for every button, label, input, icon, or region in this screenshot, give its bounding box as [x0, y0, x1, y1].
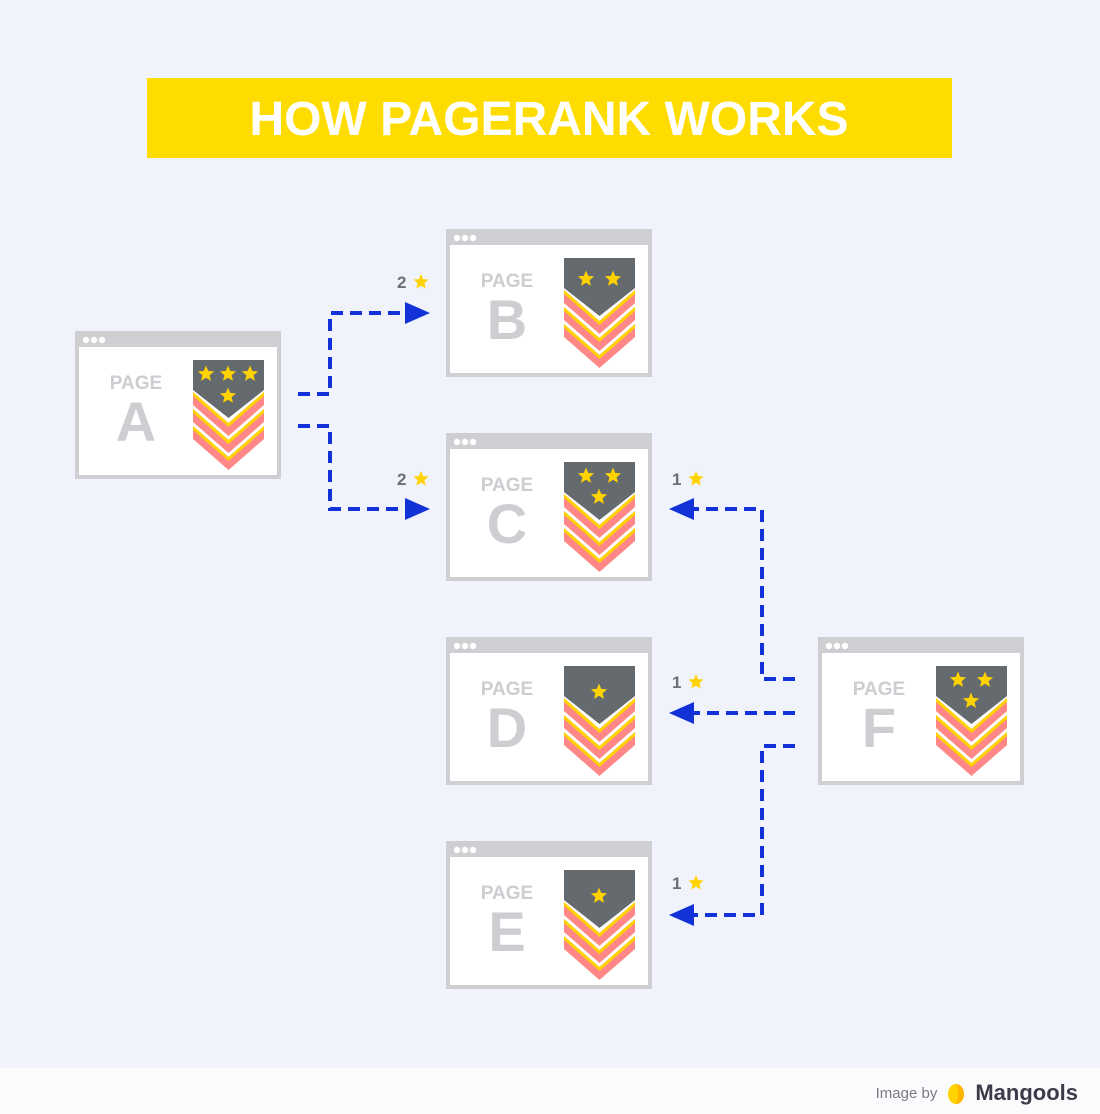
links-layer: 2 2 1 1 1 [298, 273, 795, 926]
image-credit: Image by Mangools [876, 1078, 1078, 1108]
badge-chevron [193, 409, 264, 453]
arrow-icon [669, 702, 694, 724]
link-a-to-c: 2 [298, 424, 430, 520]
page-letter: F [862, 696, 896, 759]
badge-chevron [193, 426, 264, 470]
link-line [298, 311, 410, 396]
badge-chevron [564, 936, 635, 980]
title-banner-background [147, 78, 952, 158]
badge-chevron [564, 715, 635, 759]
window-dots-icon [453, 846, 477, 854]
badge-chevron [564, 528, 635, 572]
star-icon [604, 270, 622, 286]
star-icon [590, 488, 608, 504]
page-letter: A [116, 390, 156, 453]
window-dots-icon [82, 336, 106, 344]
badge-chevron [193, 392, 264, 436]
badge-chevron [564, 290, 635, 334]
star-icon [688, 471, 704, 486]
arrow-icon [405, 498, 430, 520]
link-line [298, 424, 410, 511]
badge-chevron [564, 919, 635, 963]
page-title: HOW PAGERANK WORKS [249, 93, 848, 146]
page-label: PAGE [481, 271, 533, 292]
badge-chevron [936, 732, 1007, 776]
window-dots-icon [453, 438, 477, 446]
link-f-to-e: 1 [669, 744, 795, 926]
window-dots-icon [453, 234, 477, 242]
star-icon [241, 365, 259, 381]
arrow-icon [669, 904, 694, 926]
link-line [690, 507, 795, 681]
badge-chevron [564, 324, 635, 368]
mangools-logo-icon [948, 1084, 965, 1104]
page-label: PAGE [481, 679, 533, 700]
page-letter: E [488, 900, 525, 963]
window-dots-icon [825, 642, 849, 650]
page-label: PAGE [853, 679, 905, 700]
page-label: PAGE [481, 883, 533, 904]
star-icon [590, 683, 608, 699]
link-weight-label: 2 [397, 470, 406, 489]
star-icon [688, 674, 704, 689]
link-f-to-d: 1 [669, 673, 795, 724]
arrow-icon [405, 302, 430, 324]
star-icon [949, 671, 967, 687]
page-label: PAGE [481, 475, 533, 496]
rank-badge-icon [564, 870, 635, 980]
page-label: PAGE [110, 373, 162, 394]
badge-chevron [564, 511, 635, 555]
badge-shield [564, 258, 635, 316]
star-icon [577, 270, 595, 286]
badge-chevron [564, 698, 635, 742]
rank-badge-icon [936, 666, 1007, 776]
badge-chevron [564, 307, 635, 351]
badge-chevron [936, 715, 1007, 759]
credit-prefix: Image by [875, 1084, 938, 1102]
rank-badge-icon [564, 462, 635, 572]
rank-badge-icon [193, 360, 264, 470]
link-weight-label: 2 [397, 273, 406, 292]
badge-chevron [564, 732, 635, 776]
star-icon [413, 274, 429, 289]
arrow-icon [669, 498, 694, 520]
link-line [690, 744, 795, 917]
page-letter: C [487, 492, 527, 555]
link-weight-label: 1 [672, 673, 681, 692]
link-f-to-c: 1 [669, 470, 795, 681]
star-icon [688, 875, 704, 890]
star-icon [604, 467, 622, 483]
badge-chevron [564, 902, 635, 946]
star-icon [197, 365, 215, 381]
page-letter: D [487, 696, 527, 759]
star-icon [577, 467, 595, 483]
window-dots-icon [453, 642, 477, 650]
rank-badge-icon [564, 666, 635, 776]
badge-chevron [936, 698, 1007, 742]
star-icon [976, 671, 994, 687]
star-icon [413, 471, 429, 486]
credit-brand: Mangools [975, 1080, 1078, 1105]
rank-badge-icon [564, 258, 635, 368]
link-a-to-b: 2 [298, 273, 430, 396]
star-icon [962, 692, 980, 708]
star-icon [219, 387, 237, 403]
link-weight-label: 1 [672, 470, 681, 489]
page-letter: B [487, 288, 527, 351]
footer [0, 1068, 1100, 1114]
star-icon [219, 365, 237, 381]
badge-chevron [564, 494, 635, 538]
link-weight-label: 1 [672, 874, 681, 893]
title-banner: HOW PAGERANK WORKS [147, 78, 952, 158]
star-icon [590, 887, 608, 903]
